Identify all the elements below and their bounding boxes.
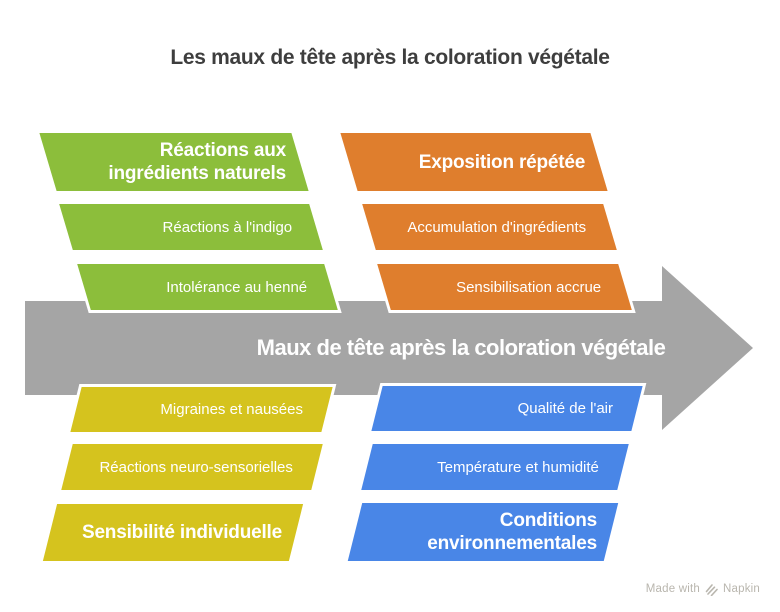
branch-bottom-right-header: Conditions environnementales xyxy=(347,503,619,561)
branch-bottom-left-header: Sensibilité individuelle xyxy=(42,504,304,561)
branch-item-label: Qualité de l'air xyxy=(517,400,613,417)
branch-item-label: Réactions neuro-sensorielles xyxy=(99,458,293,476)
branch-item-label: Accumulation d'ingrédients xyxy=(407,218,586,236)
branch-top-left-header: Réactions aux ingrédients naturels xyxy=(39,133,309,191)
branch-bottom-right-item-2: Température et humidité xyxy=(361,444,629,490)
branch-top-left-item-2: Intolérance au henné xyxy=(77,264,338,310)
branch-item-label: Réactions à l'indigo xyxy=(162,218,292,236)
branch-top-left-item-1: Réactions à l'indigo xyxy=(59,204,323,250)
page-title: Les maux de tête après la coloration vég… xyxy=(170,46,610,69)
made-with-napkin-link[interactable]: Made with Napkin xyxy=(646,580,760,598)
branch-item-label: Intolérance au henné xyxy=(166,278,307,296)
branch-header-label: Conditions environnementales xyxy=(427,510,597,554)
napkin-logo-icon xyxy=(705,583,718,596)
branch-item-label: Température et humidité xyxy=(437,458,599,476)
branch-bottom-left-item-2: Réactions neuro-sensorielles xyxy=(61,444,323,490)
branch-bottom-left-item-1: Migraines et nausées xyxy=(70,387,333,432)
made-with-label: Made with xyxy=(645,583,700,595)
branch-top-right-item-1: Accumulation d'ingrédients xyxy=(362,204,617,250)
branch-top-right-header: Exposition répétée xyxy=(340,133,608,191)
branch-item-label: Sensibilisation accrue xyxy=(455,278,601,296)
branch-item-label: Migraines et nausées xyxy=(160,401,303,418)
napkin-brand-label: Napkin xyxy=(723,583,760,595)
branch-header-label: Réactions aux ingrédients naturels xyxy=(108,140,286,184)
branch-header-label: Sensibilité individuelle xyxy=(81,522,282,543)
branch-bottom-right-item-1: Qualité de l'air xyxy=(371,386,643,431)
branch-top-right-item-2: Sensibilisation accrue xyxy=(377,264,632,310)
center-arrow-label: Maux de tête après la coloration végétal… xyxy=(256,335,666,360)
branch-header-label: Exposition répétée xyxy=(418,151,585,173)
